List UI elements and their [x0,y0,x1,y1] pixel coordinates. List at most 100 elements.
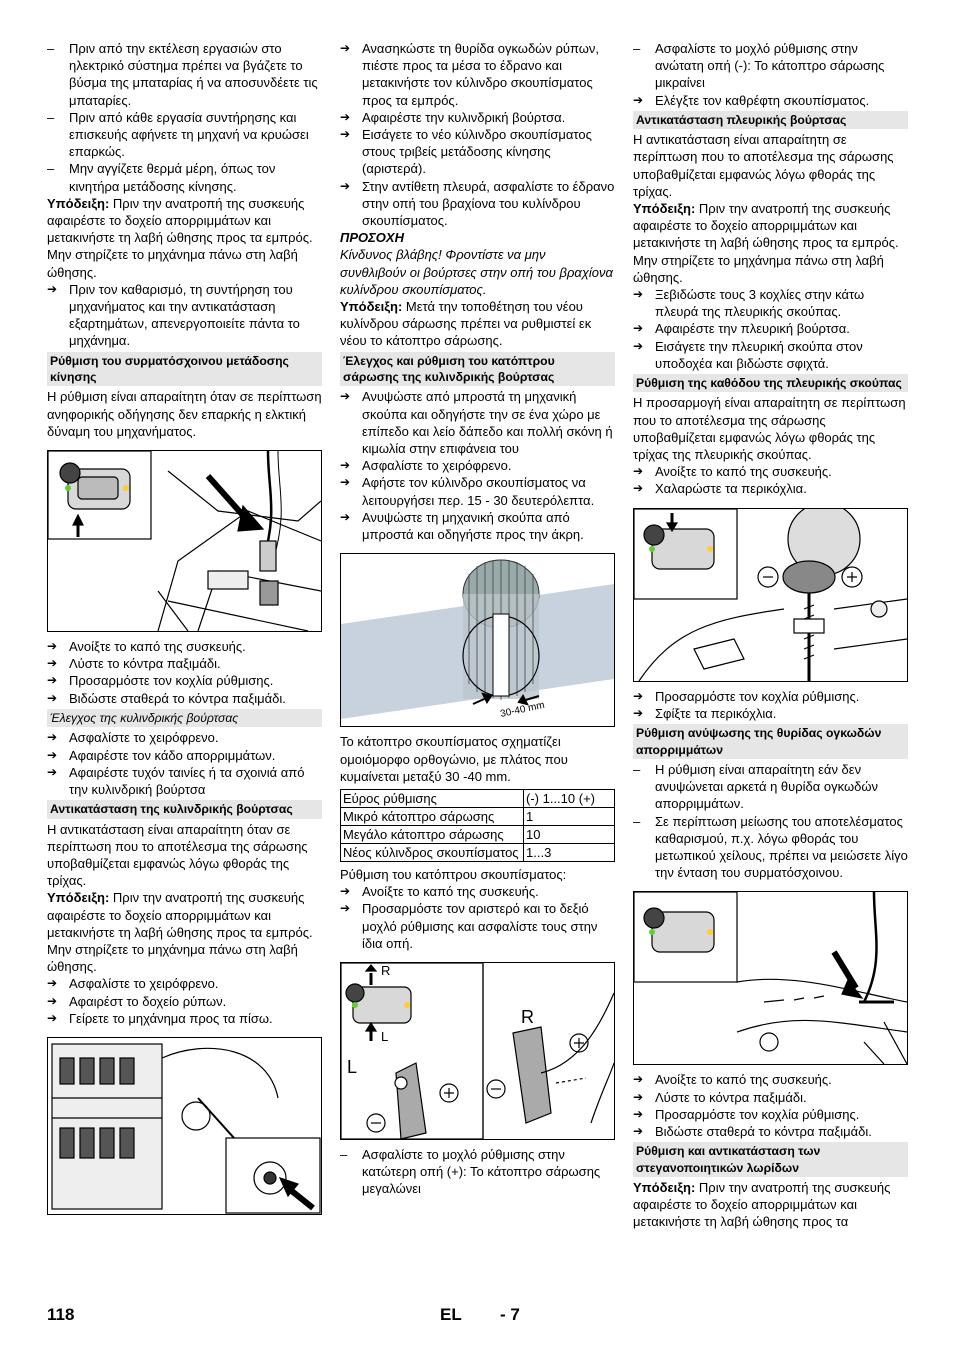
step-item: Βιδώστε σταθερά το κόντρα παξιμάδι. [47,690,322,707]
caution-text: Κίνδυνος βλάβης! Φροντίστε να μην συνθλι… [340,247,613,297]
table-cell: Νέος κύλινδρος σκουπίσματος [340,842,524,862]
hint-text: Πριν την ανατροπή της συσκευής αφαιρέστε… [633,1179,891,1230]
list-item: Ασφαλίστε το μοχλό ρύθμισης στην κατώτερ… [340,1146,615,1198]
hint-label: Υπόδειξη: [47,890,110,906]
paragraph: Το κάτοπτρο σκουπίσματος σχηματίζει ομοι… [340,734,568,784]
step-item: Ασφαλίστε το χειρόφρενο. [47,975,322,992]
list-item: Η ρύθμιση είναι απαραίτητη εάν δεν ανυψώ… [633,761,908,813]
figure-side-brush-lowering [633,507,908,682]
hint-text: Μετά την τοποθέτηση του νέου κυλίνδρου σ… [340,299,592,349]
section-heading: Ρύθμιση της καθόδου της πλευρικής σκούπα… [633,374,908,393]
step-item: Προσαρμόστε τον αριστερό και το δεξιό μο… [340,900,615,952]
step-item: Εισάγετε την πλευρική σκούπα στον υποδοχ… [633,338,908,372]
paragraph: Η αντικατάσταση είναι απαραίτητη όταν σε… [47,821,308,889]
column-2: Ανασηκώστε τη θυρίδα ογκωδών ρύπων, πιέσ… [340,40,615,1198]
table-cell: 1 [523,806,615,826]
table-cell: 10 [523,824,615,844]
figure-brush-roller [47,1036,322,1215]
hint-label: Υπόδειξη: [340,299,403,315]
hint-paragraph: Υπόδειξη: Πριν την ανατροπή της συσκευής… [633,1179,908,1231]
figure-lever-adjust: R L L R [340,961,615,1140]
step-item: Ανοίξτε το καπό της συσκευής. [633,463,908,480]
page-number: 118 [47,1305,75,1324]
figure-cable-adjust [47,450,322,633]
paragraph: Η ρύθμιση είναι απαραίτητη όταν σε περίπ… [47,389,322,439]
step-item: Ανυψώστε τη μηχανική σκούπα από μπροστά … [340,509,615,543]
step-item: Αφαιρέστε τον κάδο απορριμμάτων. [47,747,322,764]
hint-paragraph: Υπόδειξη: Πριν την ανατροπή της συσκευής… [47,195,322,281]
section-heading: Αντικατάσταση της κυλινδρικής βούρτσας [47,800,322,819]
lever-illustration: R L L R [341,962,614,1139]
section-heading: Έλεγχος και ρύθμιση του κατόπτρου σάρωση… [340,351,615,387]
step-item: Λύστε το κόντρα παξιμάδι. [633,1089,908,1106]
label-l-small: L [381,1029,388,1044]
step-item: Πριν τον καθαρισμό, τη συντήρηση του μηχ… [47,281,322,350]
hint-label: Υπόδειξη: [633,1179,696,1195]
section-heading: Ρύθμιση του συρματόσχοινου μετάδοσης κίν… [47,351,322,387]
step-item: Αφαιρέστε τυχόν ταινίες ή τα σχοινιά από… [47,764,322,798]
language-code: EL [440,1305,462,1324]
table-caption: Ρύθμιση του κατόπτρου σκουπίσματος: [340,866,567,882]
hint-label: Υπόδειξη: [47,195,110,211]
table-cell: Μεγάλο κάτοπτρο σάρωσης [340,824,524,844]
step-item: Ασφαλίστε το χειρόφρενο. [47,729,322,746]
section-heading: Ρύθμιση ανύψωσης της θυρίδας ογκωδών απο… [633,724,908,759]
list-item: Πριν από την εκτέλεση εργασιών στο ηλεκτ… [47,40,322,109]
step-item: Χαλαρώστε τα περικόχλια. [633,480,908,497]
list-item: Ασφαλίστε το μοχλό ρύθμισης στην ανώτατη… [633,40,908,92]
table-cell: (-) 1...10 (+) [523,788,615,808]
step-item: Ανοίξτε το καπό της συσκευής. [47,638,322,655]
section-heading: Ρύθμιση και αντικατάσταση των στεγανοποι… [633,1142,908,1177]
cable-illustration [48,451,321,632]
step-item: Προσαρμόστε τον κοχλία ρύθμισης. [47,672,322,689]
figure-flap-adjust [633,891,908,1066]
step-item: Ανυψώστε από μπροστά τη μηχανική σκούπα … [340,388,615,457]
step-item: Αφαιρέστ το δοχείο ρύπων. [47,993,322,1010]
step-item: Λύστε το κόντρα παξιμάδι. [47,655,322,672]
hint-paragraph: Υπόδειξη: Μετά την τοποθέτηση του νέου κ… [340,298,615,350]
hint-paragraph: Υπόδειξη: Πριν την ανατροπή της συσκευής… [47,889,322,975]
step-item: Σφίξτε τα περικόχλια. [633,705,908,722]
list-item: Πριν από κάθε εργασία συντήρησης και επι… [47,109,322,161]
flap-illustration [634,892,907,1065]
step-item: Προσαρμόστε τον κοχλία ρύθμισης. [633,688,908,705]
mirror-illustration: 30-40 mm [341,559,614,720]
paragraph: Η προσαρμογή είναι απαραίτητη σε περίπτω… [633,395,906,463]
hint-text: Πριν την ανατροπή της συσκευής αφαιρέστε… [47,890,313,975]
label-r-small: R [381,963,390,978]
hint-label: Υπόδειξη: [633,201,696,217]
step-item: Εισάγετε το νέο κύλινδρο σκουπίσματος στ… [340,126,615,178]
table-cell: 1...3 [523,842,615,862]
list-item: Μην αγγίζετε θερμά μέρη, όπως τον κινητή… [47,160,322,194]
paragraph: Η αντικατάσταση είναι απαραίτητη σε περί… [633,132,894,199]
step-item: Ανοίξτε το καπό της συσκευής. [633,1071,908,1088]
section-heading: Αντικατάσταση πλευρικής βούρτσας [633,110,908,130]
column-1: Πριν από την εκτέλεση εργασιών στο ηλεκτ… [47,40,322,1221]
step-item: Ξεβιδώστε τους 3 κοχλίες στην κάτω πλευρ… [633,286,908,320]
step-item: Ασφαλίστε το χειρόφρενο. [340,457,615,474]
hint-text: Πριν την ανατροπή της συσκευής αφαιρέστε… [633,201,899,285]
step-item: Βιδώστε σταθερά το κόντρα παξιμάδι. [633,1123,908,1140]
step-item: Γείρετε το μηχάνημα προς τα πίσω. [47,1010,322,1027]
list-item: Σε περίπτωση μείωσης του αποτελέσματος κ… [633,813,908,882]
column-3: Ασφαλίστε το μοχλό ρύθμισης στην ανώτατη… [633,40,908,1231]
label-r: R [521,1007,534,1027]
label-l: L [347,1057,357,1077]
hint-paragraph: Υπόδειξη: Πριν την ανατροπή της συσκευής… [633,200,908,286]
section-page: - 7 [500,1305,520,1324]
table-row: Εύρος ρύθμισης(-) 1...10 (+) [340,788,615,808]
step-item: Προσαρμόστε τον κοχλία ρύθμισης. [633,1106,908,1123]
step-item: Στην αντίθετη πλευρά, ασφαλίστε το έδραν… [340,178,615,230]
table-cell: Μικρό κάτοπτρο σάρωσης [340,806,524,826]
step-item: Ανοίξτε το καπό της συσκευής. [340,883,615,900]
caution-title: ΠΡΟΣΟΧΗ [340,230,404,246]
table-cell: Εύρος ρύθμισης [340,788,524,808]
step-item: Ανασηκώστε τη θυρίδα ογκωδών ρύπων, πιέσ… [340,40,615,109]
section-heading: Έλεγχος της κυλινδρικής βούρτσας [47,708,322,728]
step-item: Αφαιρέστε την κυλινδρική βούρτσα. [340,109,615,126]
step-item: Ελέγξτε τον καθρέφτη σκουπίσματος. [633,92,908,109]
roller-illustration [51,1043,321,1214]
step-item: Αφήστε τον κύλινδρο σκουπίσματος να λειτ… [340,474,615,508]
step-item: Αφαιρέστε την πλευρική βούρτσα. [633,320,908,337]
